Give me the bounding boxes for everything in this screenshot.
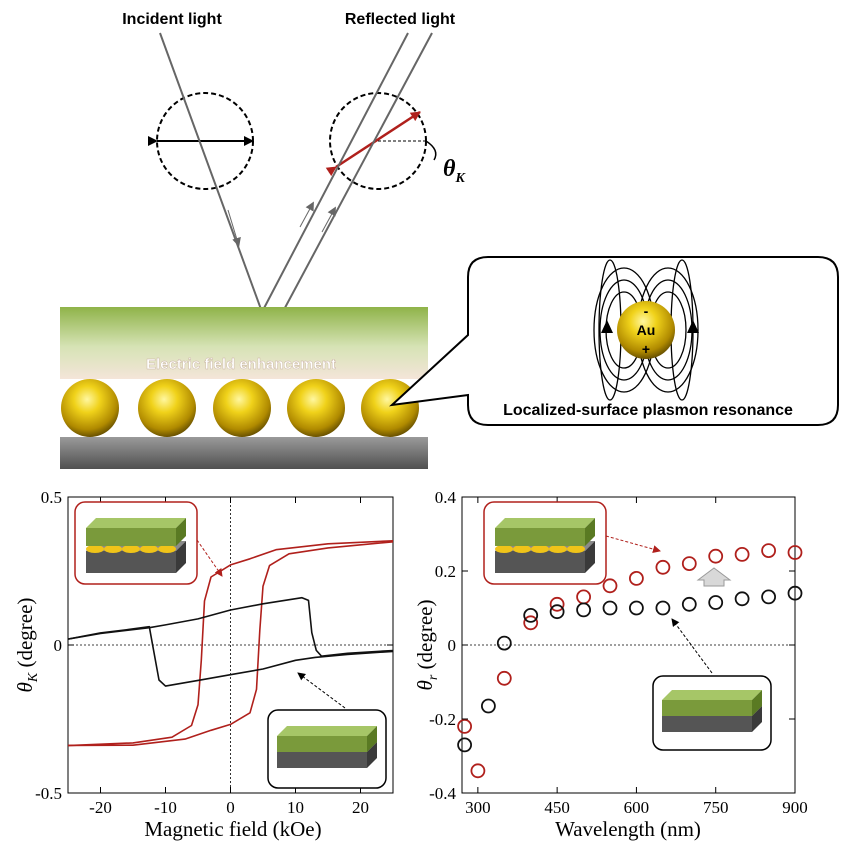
- left-x-tick-label: 0: [226, 798, 235, 817]
- data-point-series-1: [602, 600, 618, 616]
- left-y-tick-label: 0.5: [41, 488, 62, 507]
- right-inset-pointer-red: [605, 535, 661, 553]
- data-point-series-0: [681, 556, 697, 571]
- left-x-tick-label: -10: [154, 798, 177, 817]
- reflected-ray-arrowhead-1: [299, 201, 314, 228]
- lspr-label: Localized-surface plasmon resonance: [503, 402, 793, 419]
- data-point-series-0: [761, 543, 776, 558]
- data-point-series-0: [629, 571, 644, 586]
- reflected-light-label: Reflected light: [345, 11, 456, 28]
- data-point-series-1: [523, 608, 539, 623]
- left-y-tick-label: -0.5: [35, 784, 62, 803]
- data-point-series-1: [761, 589, 776, 605]
- incident-ray: [159, 32, 263, 313]
- left-x-tick-label: 10: [287, 798, 304, 817]
- plus-charge-label: +: [642, 341, 650, 357]
- gold-nanoparticle: [287, 379, 345, 437]
- right-data-points: [457, 543, 803, 779]
- dielectric-layer: [60, 307, 428, 379]
- right-x-tick-label: 450: [544, 798, 570, 817]
- right-x-tick-label: 600: [624, 798, 650, 817]
- kerr-angle-arc: [425, 140, 437, 161]
- right-x-axis-label: Wavelength (nm): [555, 817, 701, 841]
- callout-gold-particle: [617, 301, 675, 359]
- data-point-series-1: [734, 591, 750, 607]
- left-inset-sample-with-particles: [86, 518, 186, 573]
- data-point-series-0: [457, 719, 473, 734]
- data-point-series-0: [470, 763, 486, 779]
- right-x-tick-label: 900: [782, 798, 808, 817]
- enhancement-up-arrow-icon: [696, 567, 732, 587]
- hysteresis-branch-0-up: [67, 540, 394, 747]
- right-y-axis-label: θr (degree): [413, 600, 441, 691]
- data-point-series-0: [655, 559, 671, 575]
- left-x-tick-label: 20: [352, 798, 369, 817]
- reflected-ray-arrowhead-2: [321, 206, 336, 233]
- gold-nanoparticle-row: [61, 379, 419, 437]
- right-y-tick-label: -0.4: [429, 784, 456, 803]
- field-enhancement-label: Electric field enhancement: [146, 356, 336, 373]
- left-y-tick-label: 0: [54, 636, 63, 655]
- data-point-series-1: [655, 600, 671, 616]
- data-point-series-1: [549, 604, 565, 620]
- right-y-tick-label: 0: [448, 636, 457, 655]
- right-x-tick-label: 750: [703, 798, 729, 817]
- data-point-series-1: [480, 698, 496, 714]
- gold-nanoparticle: [138, 379, 196, 437]
- right-y-tick-label: 0.2: [435, 562, 456, 581]
- au-label: Au: [637, 322, 656, 338]
- left-curves: [67, 540, 394, 747]
- data-point-series-0: [734, 547, 750, 562]
- data-point-series-1: [787, 585, 803, 601]
- reflected-ray-1: [261, 32, 409, 313]
- theta-k-label: θK: [443, 156, 466, 186]
- data-point-series-0: [576, 589, 591, 605]
- left-inset-pointer-black: [297, 672, 346, 709]
- left-inset-pointer-red: [196, 539, 223, 577]
- schematic-diagram: Incident light Reflected light θK Electr…: [60, 11, 839, 469]
- right-x-tick-label: 300: [465, 798, 491, 817]
- plasmon-callout: [389, 256, 839, 426]
- incident-ray-arrowhead: [227, 209, 241, 247]
- data-point-series-1: [681, 596, 697, 612]
- data-point-series-1: [629, 600, 644, 616]
- gold-nanoparticle: [213, 379, 271, 437]
- hysteresis-branch-1-down: [67, 596, 394, 657]
- data-point-series-1: [708, 595, 724, 610]
- right-inset-sample-bare: [662, 690, 762, 732]
- left-x-tick-label: -20: [89, 798, 112, 817]
- right-axis-ticks: 300 450 600 750 900 -0.4 -0.2 0 0.2 0.4: [429, 488, 808, 817]
- substrate-layer: [60, 437, 428, 469]
- data-point-series-1: [457, 737, 473, 753]
- right-inset-pointer-black: [671, 618, 713, 674]
- right-y-tick-label: 0.4: [435, 488, 457, 507]
- gold-nanoparticle: [61, 379, 119, 437]
- left-axis-ticks: -20 -10 0 10 20 -0.5 0 0.5: [35, 488, 393, 817]
- right-inset-sample-with-particles: [495, 518, 595, 573]
- minus-charge-label: -: [644, 303, 649, 319]
- data-point-series-0: [602, 578, 618, 594]
- kerr-hysteresis-chart: -20 -10 0 10 20 -0.5 0 0.5 Magnetic field (kOe): [13, 488, 394, 841]
- right-y-tick-label: -0.2: [429, 710, 456, 729]
- rotated-polarization-arrow: [325, 110, 421, 177]
- hysteresis-branch-0-down: [67, 541, 394, 747]
- reflected-ray-2: [271, 32, 433, 333]
- data-point-series-1: [576, 602, 591, 618]
- data-point-series-0: [708, 548, 724, 564]
- left-x-axis-label: Magnetic field (kOe): [144, 817, 321, 841]
- left-zero-lines: [68, 497, 393, 793]
- left-inset-sample-bare: [277, 726, 377, 768]
- data-point-series-1: [496, 635, 512, 651]
- data-point-series-0: [787, 545, 803, 560]
- data-point-series-0: [549, 596, 565, 612]
- data-point-series-0: [496, 670, 512, 686]
- incident-light-label: Incident light: [122, 11, 222, 28]
- left-y-axis-label: θK (degree): [13, 598, 41, 693]
- data-point-series-0: [523, 615, 539, 631]
